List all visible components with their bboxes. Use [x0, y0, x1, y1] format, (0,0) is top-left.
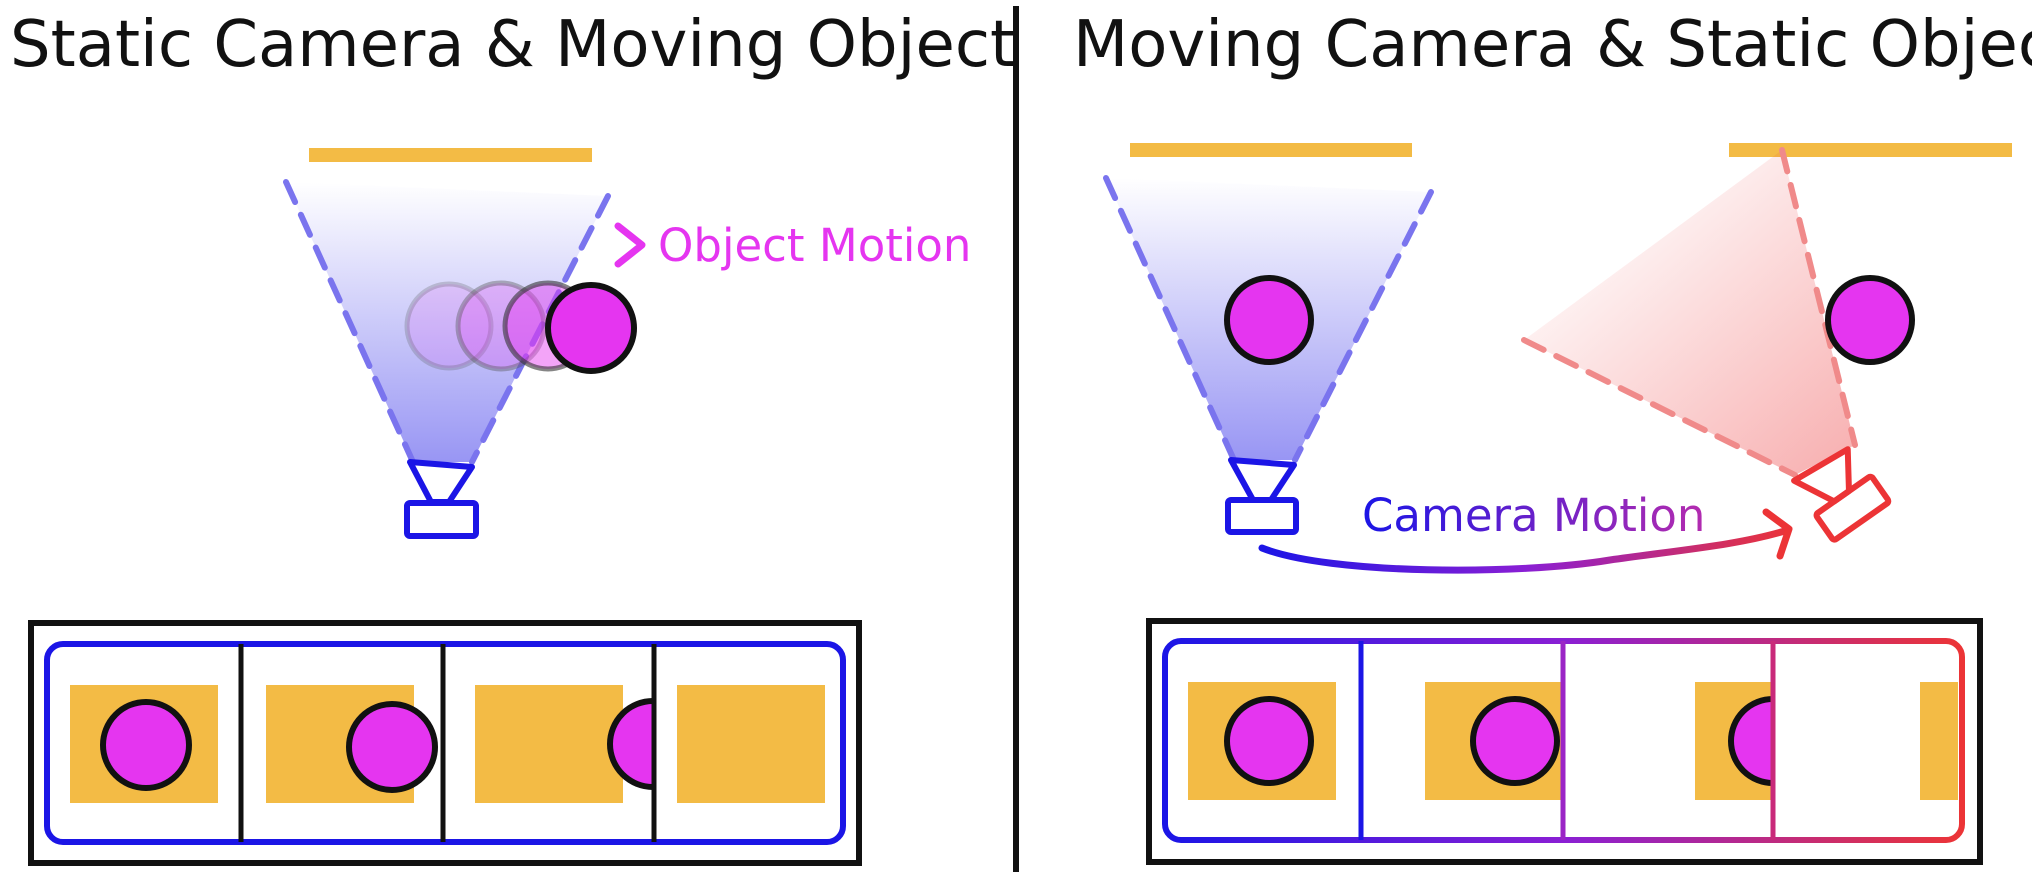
left-frame-3-object	[607, 698, 653, 790]
left-camera-frustum	[283, 179, 611, 465]
left-frame-strip-border	[28, 620, 862, 866]
right-panel-title: Moving Camera & Static Object	[1073, 8, 2032, 82]
right-frame-strip-border	[1146, 618, 1983, 865]
right-background-plane-end	[1729, 143, 2012, 157]
object-motion-label: Object Motion	[658, 219, 971, 272]
left-frame-2-object	[346, 701, 438, 793]
left-object-sphere	[545, 282, 637, 374]
right-frame-3-object	[1728, 696, 1773, 786]
left-frame-strip	[44, 641, 846, 845]
right-start-camera-icon	[1225, 457, 1299, 535]
object-motion-arrow	[416, 222, 646, 268]
right-end-camera-icon	[1791, 446, 1892, 543]
left-panel-title: Static Camera & Moving Object	[10, 8, 1015, 82]
right-frame-4-plane	[1920, 682, 1958, 800]
left-frame-4-plane	[677, 685, 825, 803]
camera-motion-label: Camera Motion	[1362, 489, 1705, 542]
object-motion-trail	[404, 280, 594, 372]
right-frame-1-object	[1224, 696, 1314, 786]
right-object-sphere-start-view	[1224, 275, 1314, 365]
right-end-camera-frustum	[1521, 147, 1858, 478]
left-frame-1-object	[100, 699, 192, 791]
right-background-plane-start	[1130, 143, 1412, 157]
left-static-camera-icon	[404, 459, 479, 539]
camera-motion-arrow	[1258, 508, 1793, 574]
left-frame-3-plane	[475, 685, 623, 803]
right-frame-strip	[1162, 638, 1965, 843]
left-background-plane	[309, 148, 592, 162]
right-object-sphere-end-view	[1825, 275, 1915, 365]
right-frame-2-object	[1470, 696, 1560, 786]
